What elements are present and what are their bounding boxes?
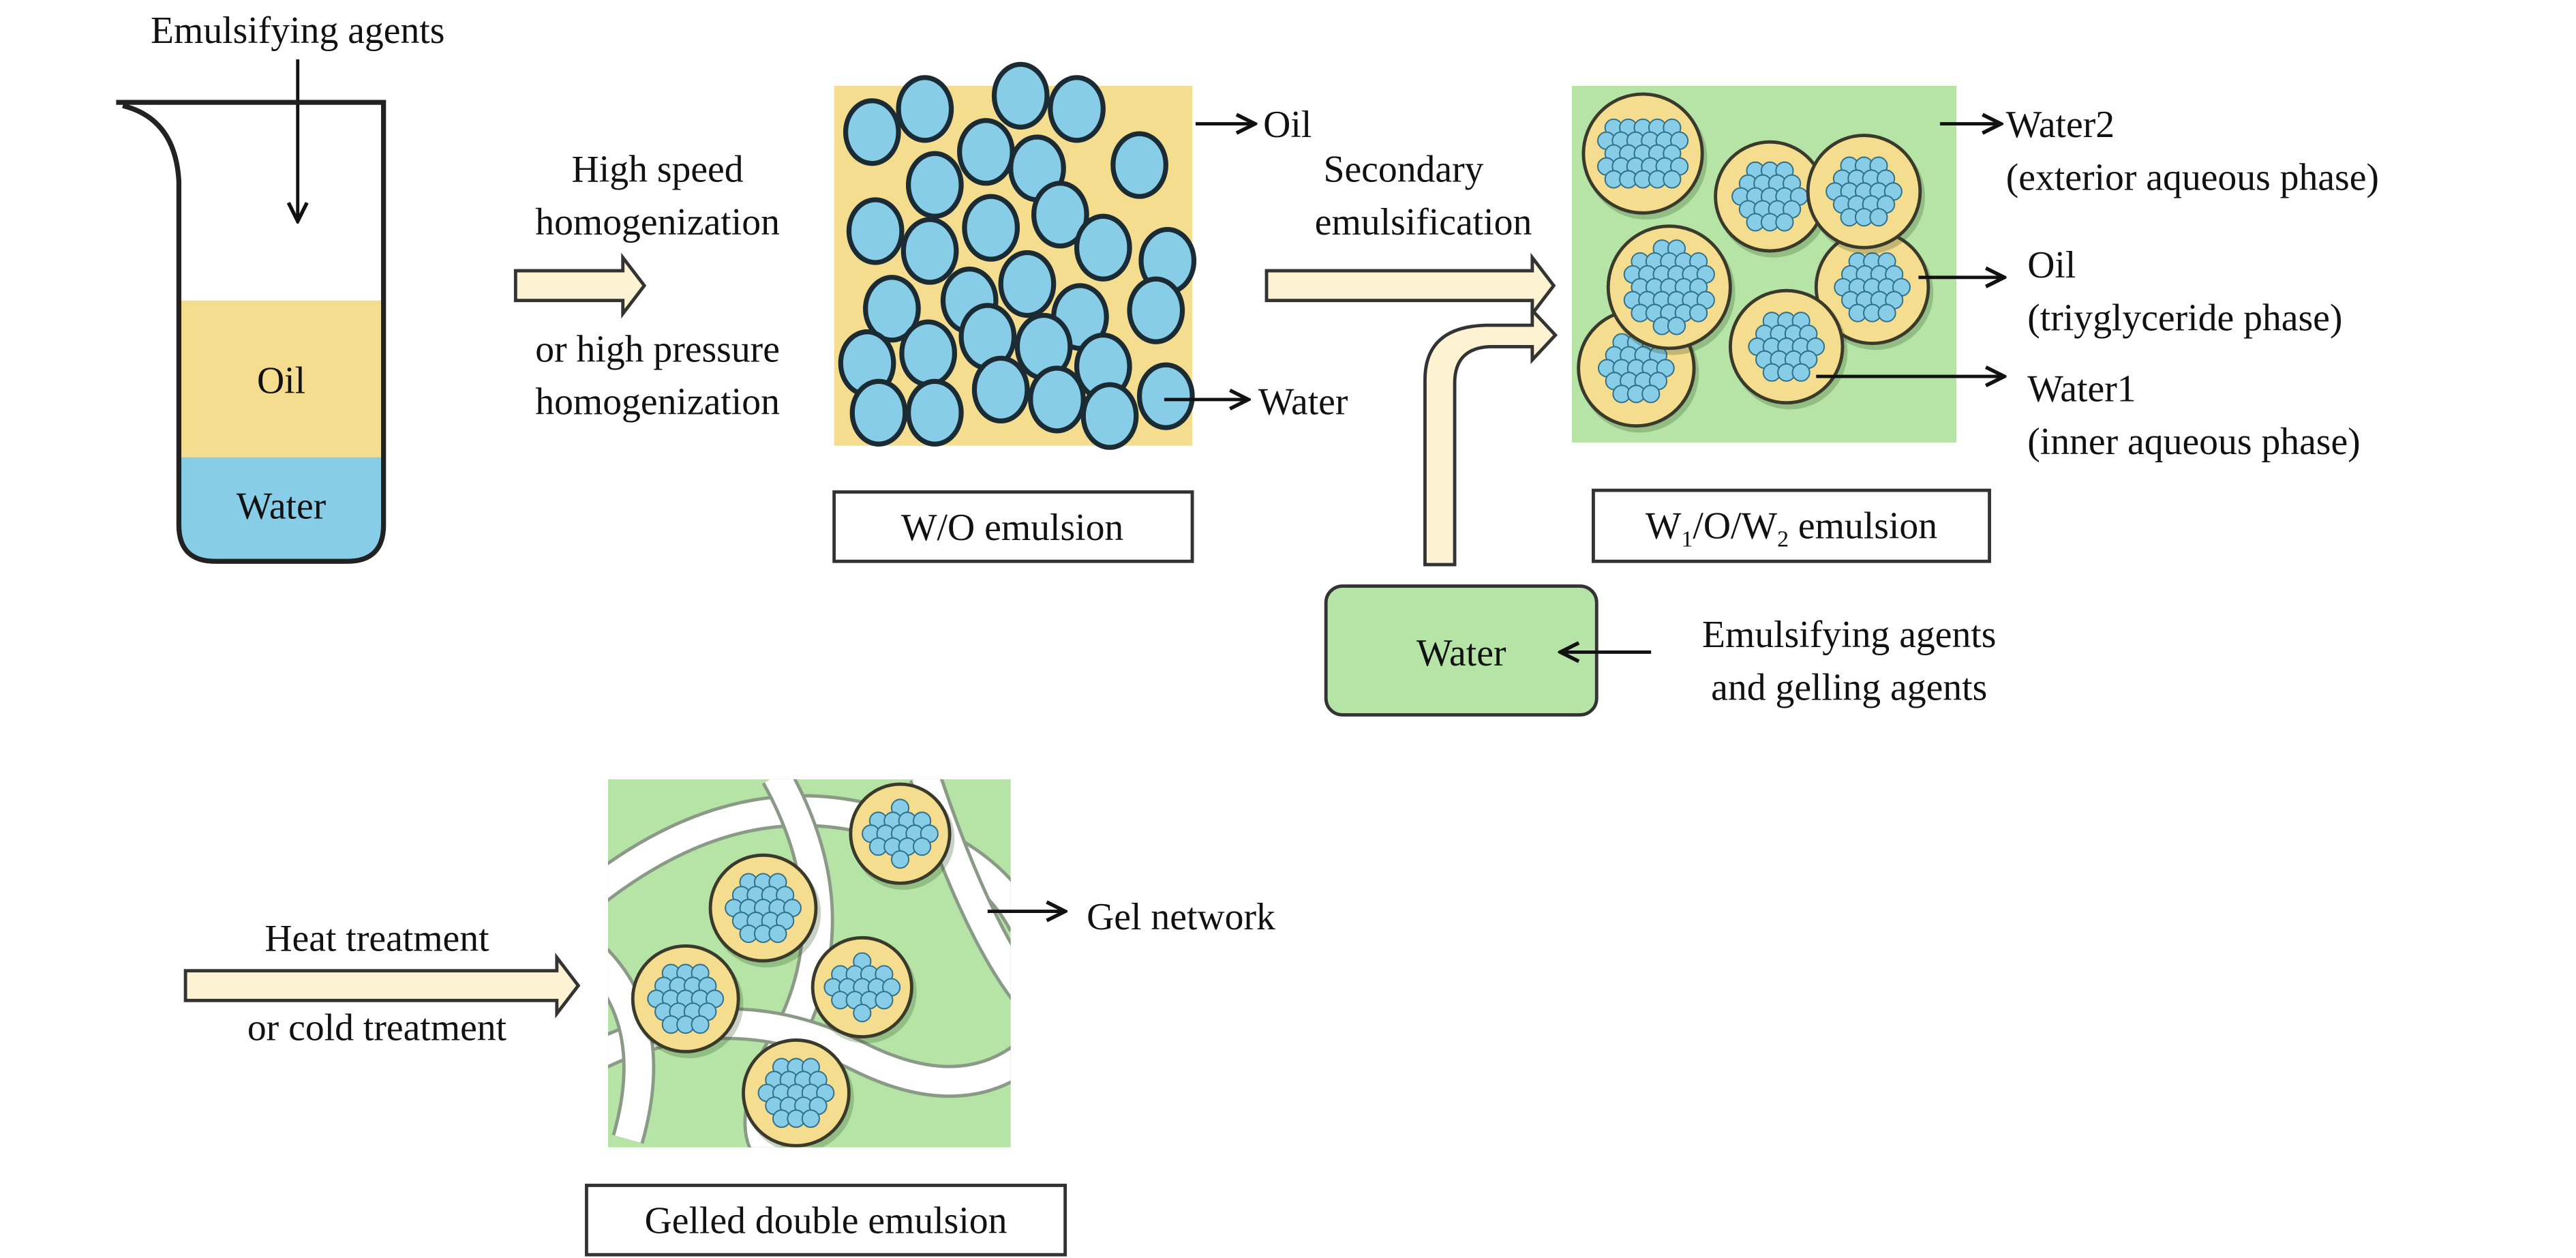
water-feed-arrow — [1423, 306, 1558, 567]
secondary-text-1: Secondary — [1323, 148, 1483, 190]
wo-water-label: Water — [1258, 381, 1348, 423]
oil-globule — [631, 944, 744, 1059]
oil-globule — [1581, 92, 1708, 220]
beaker-outline — [116, 100, 387, 564]
gel-network-label: Gel network — [1087, 896, 1275, 938]
process-arrow-1 — [513, 252, 647, 319]
water-droplet — [991, 61, 1050, 130]
oil-globule — [1814, 229, 1934, 350]
water-box-label: Water — [1416, 632, 1506, 674]
water-droplet — [899, 319, 958, 387]
water1-desc: (inner aqueous phase) — [2027, 421, 2361, 463]
water-droplet — [1031, 181, 1089, 249]
water1-label: Water1 — [2027, 368, 2136, 410]
oil-globule — [742, 1038, 854, 1148]
oil-globule — [1728, 288, 1848, 410]
water-droplet — [896, 75, 954, 143]
inner-water-droplet — [1791, 363, 1810, 382]
secondary-text-2: emulsification — [1315, 201, 1532, 243]
inner-water-droplet — [1641, 385, 1661, 404]
gel-strand — [607, 952, 652, 1143]
emulsifying-agents-label: Emulsifying agents — [151, 10, 444, 52]
oil-globule — [849, 782, 955, 890]
oil-globule — [708, 853, 821, 968]
beaker-oil-label: Oil — [257, 359, 305, 402]
water-droplet — [1110, 131, 1168, 199]
water-droplet — [905, 151, 964, 219]
inner-water-droplet — [801, 1109, 820, 1128]
water-droplet — [1048, 75, 1106, 143]
beaker — [116, 100, 387, 564]
wo-water-droplets — [838, 61, 1197, 450]
additives-line-1: Emulsifying agents — [1702, 614, 1996, 656]
inner-water-droplet — [890, 850, 910, 869]
wo-caption-box — [832, 490, 1194, 563]
water-droplet — [849, 378, 908, 447]
additives-line-2: and gelling agents — [1711, 667, 1987, 709]
wo-oil-label: Oil — [1263, 104, 1312, 146]
inner-water-droplet — [1663, 170, 1682, 189]
water-droplet — [1136, 362, 1195, 430]
water-droplet — [971, 355, 1030, 424]
homogenization-text-2: homogenization — [535, 201, 780, 243]
water-droplet — [863, 275, 921, 343]
water-droplet — [846, 197, 905, 265]
oil-globule — [810, 935, 917, 1044]
inner-water-droplet — [1877, 303, 1896, 323]
water-droplet — [1028, 365, 1086, 434]
water-droplet — [843, 98, 901, 166]
homogenization-text-4: homogenization — [535, 381, 780, 423]
oil-globule — [1606, 224, 1736, 355]
process-arrow-2 — [1264, 252, 1556, 319]
oil-layer — [179, 300, 384, 460]
water2-label: Water2 — [2006, 104, 2115, 146]
treatment-text-2: or cold treatment — [247, 1006, 507, 1049]
treatment-text-1: Heat treatment — [264, 918, 489, 960]
water-droplet — [998, 250, 1057, 318]
oil-phase-label: Oil — [2027, 244, 2076, 286]
water-droplet — [905, 378, 964, 447]
water-droplet — [957, 118, 1015, 186]
water-droplet — [962, 194, 1020, 262]
inner-water-droplet — [768, 924, 787, 944]
inner-water-droplet — [913, 837, 932, 856]
double-caption-box — [1592, 488, 1991, 563]
oil-globule — [1714, 140, 1830, 258]
gelled-globules — [631, 782, 955, 1148]
homogenization-text-1: High speed — [572, 148, 744, 190]
double-caption: W1/O/W2 emulsion — [1646, 505, 1937, 552]
water-droplet — [1074, 213, 1132, 282]
double-emulsion-globules — [1577, 92, 1934, 433]
process-arrow-3 — [183, 953, 581, 1019]
inner-water-droplet — [853, 1004, 872, 1023]
inner-water-droplet — [1689, 303, 1708, 323]
oil-phase-desc: (triyglyceride phase) — [2027, 297, 2342, 339]
inner-water-droplet — [691, 1015, 710, 1034]
gelled-caption: Gelled double emulsion — [645, 1200, 1007, 1242]
inner-water-droplet — [1869, 208, 1888, 227]
water-droplet — [1080, 382, 1139, 450]
oil-globule — [1806, 134, 1926, 254]
water2-desc: (exterior aqueous phase) — [2006, 156, 2379, 198]
beaker-water-label: Water — [237, 485, 327, 527]
inner-water-droplet — [1775, 213, 1794, 232]
water-droplet — [900, 217, 959, 285]
wo-caption: W/O emulsion — [901, 507, 1123, 549]
inner-water-droplet — [875, 991, 894, 1010]
water-droplet — [1127, 276, 1185, 344]
gelled-caption-box — [585, 1184, 1067, 1257]
water-layer — [179, 457, 384, 562]
homogenization-text-3: or high pressure — [535, 328, 780, 370]
inner-water-droplet — [1667, 316, 1686, 335]
